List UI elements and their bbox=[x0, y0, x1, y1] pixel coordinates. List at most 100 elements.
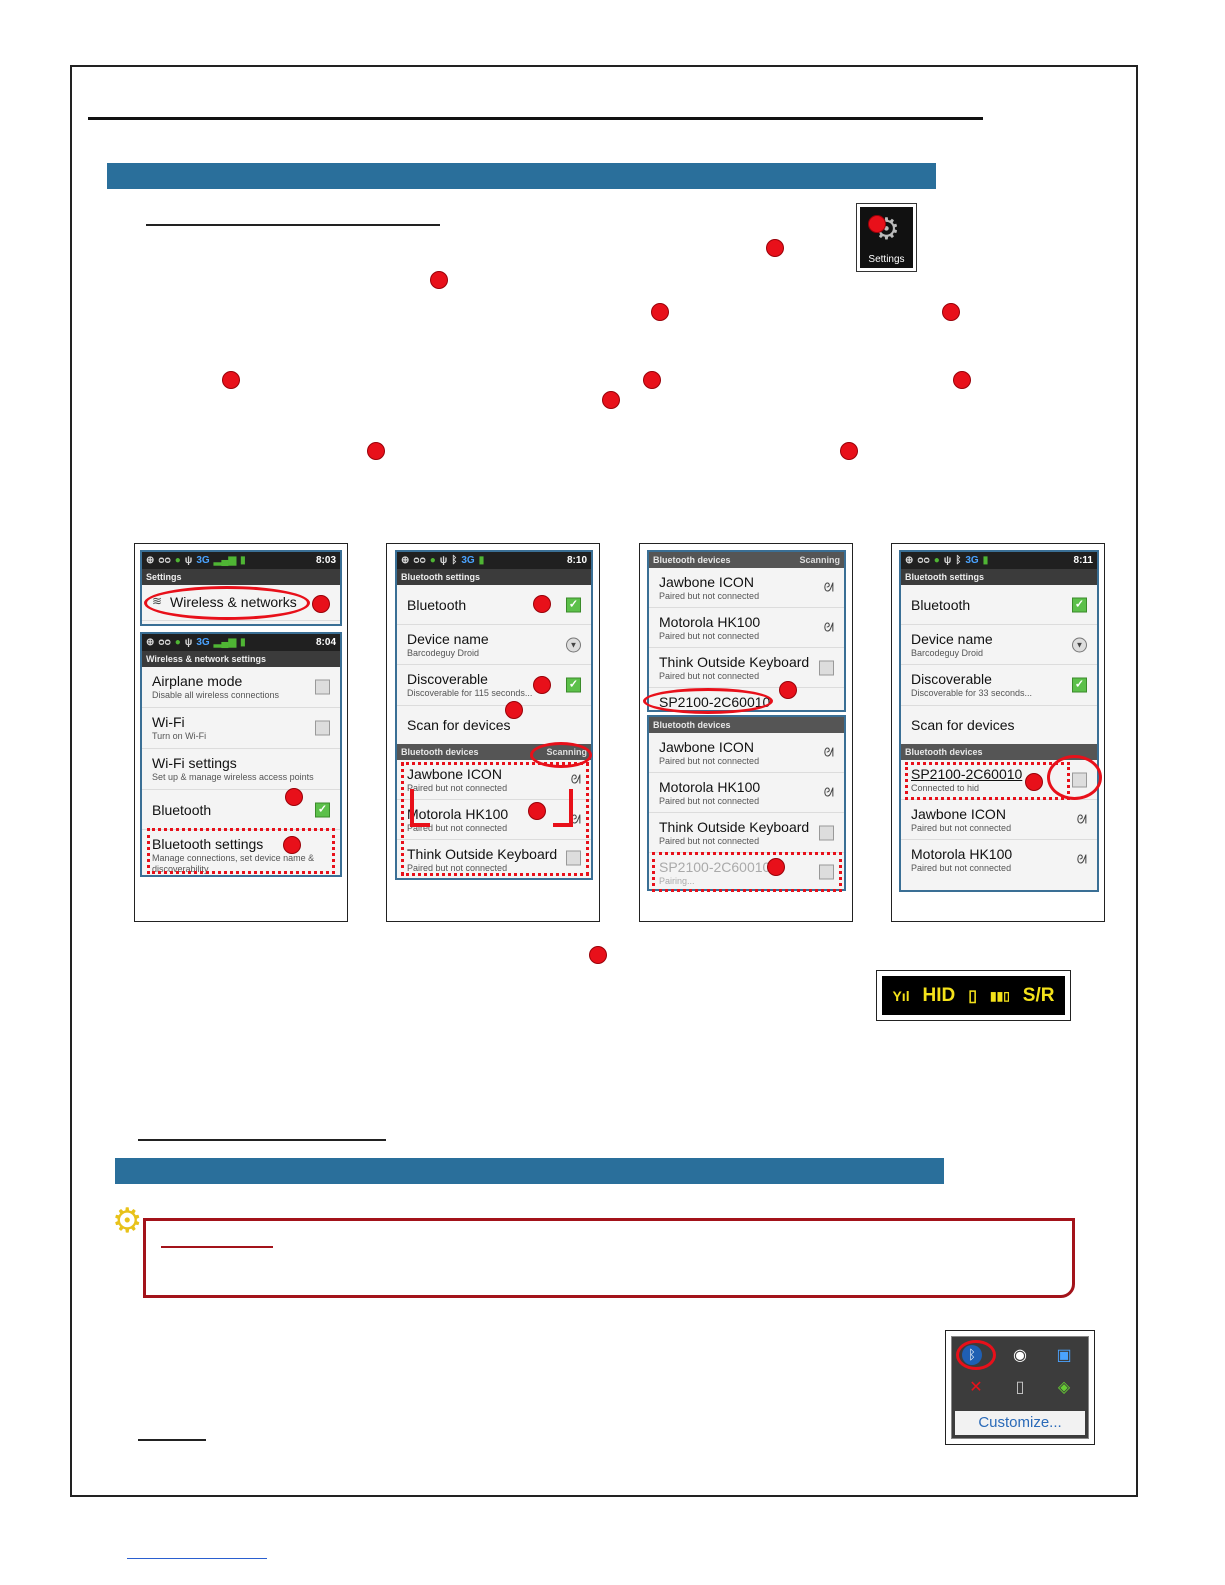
phone-screen-connected: ⊕ ᴑᴑ ● ψ ᛒ 3G ▮ 8:11 Bluetooth settings … bbox=[899, 550, 1099, 892]
item-title: Bluetooth bbox=[911, 597, 971, 613]
status-bar: ⊕ ᴑᴑ ● ψ ᛒ 3G ▮ 8:11 bbox=[901, 552, 1097, 569]
step-marker bbox=[602, 391, 620, 409]
section-header: Bluetooth devices bbox=[649, 717, 844, 733]
wireless-tray-icon[interactable]: ▣ bbox=[1056, 1347, 1072, 1364]
add-icon: ⊕ bbox=[401, 555, 410, 566]
bluetooth-checkbox[interactable]: ✓ bbox=[566, 597, 581, 612]
list-item-bluetooth[interactable]: Bluetooth ✓ bbox=[901, 585, 1097, 625]
battery-icon: ▮▮▯ bbox=[990, 988, 1010, 1003]
item-title: Bluetooth bbox=[407, 597, 467, 613]
battery-icon: ▮ bbox=[240, 637, 246, 648]
list-item-device[interactable]: Think Outside Keyboard Paired but not co… bbox=[649, 648, 844, 688]
list-item-device-name[interactable]: Device name Barcodeguy Droid ▼ bbox=[397, 625, 591, 665]
step-marker bbox=[766, 239, 784, 257]
headset-icon: ᘛ bbox=[570, 812, 581, 826]
section-bar-1 bbox=[107, 163, 936, 189]
item-subtitle: Discoverable for 115 seconds... bbox=[407, 688, 533, 698]
item-subtitle: Discoverable for 33 seconds... bbox=[911, 688, 1033, 698]
step-marker bbox=[651, 303, 669, 321]
item-title: Motorola HK100 bbox=[659, 779, 761, 795]
disconnected-tray-icon[interactable]: ✕ bbox=[969, 1379, 983, 1396]
footer-link-underline bbox=[127, 1558, 267, 1559]
highlight-box bbox=[905, 762, 1070, 800]
item-subtitle: Paired but not connected bbox=[659, 631, 760, 641]
item-title: SP2100-2C60010 bbox=[659, 859, 771, 875]
list-item-device[interactable]: Think Outside Keyboard Paired but not co… bbox=[649, 813, 844, 853]
item-title: Think Outside Keyboard bbox=[659, 654, 810, 670]
android-icon: ● bbox=[174, 555, 181, 566]
step-marker bbox=[779, 681, 797, 699]
customize-link[interactable]: Customize... bbox=[955, 1411, 1085, 1435]
list-item-device[interactable]: Jawbone ICON Paired but not connected ᘛ bbox=[901, 800, 1097, 840]
list-item-scan-for-devices[interactable]: Scan for devices bbox=[901, 706, 1097, 744]
discoverable-checkbox[interactable]: ✓ bbox=[566, 677, 581, 693]
voicemail-icon: ᴑᴑ bbox=[158, 637, 171, 648]
item-subtitle: Paired but not connected bbox=[407, 863, 508, 873]
list-item-bluetooth[interactable]: Bluetooth ✓ bbox=[397, 585, 591, 625]
screen-title: Bluetooth settings bbox=[397, 569, 591, 585]
step-marker bbox=[367, 442, 385, 460]
item-subtitle: Pairing... bbox=[659, 876, 695, 886]
keyboard-checkbox bbox=[819, 825, 834, 840]
headset-icon: ᘛ bbox=[823, 620, 834, 634]
battery-icon: ▮ bbox=[240, 555, 246, 566]
heading-underline-1 bbox=[146, 224, 440, 226]
list-item-device-sp2100-pairing[interactable]: SP2100-2C60010 Pairing... bbox=[649, 853, 844, 889]
list-item-device[interactable]: Jawbone ICON Paired but not connected ᘛ bbox=[397, 760, 591, 800]
screen-title: Settings bbox=[142, 569, 340, 585]
item-title: Scan for devices bbox=[407, 717, 511, 733]
screenshot-3: Bluetooth devices Scanning Jawbone ICON … bbox=[639, 543, 853, 922]
page-frame bbox=[70, 65, 1138, 1497]
list-item-scan-for-devices[interactable]: Scan for devices bbox=[397, 706, 591, 744]
list-item-bluetooth-settings[interactable]: Bluetooth settings Manage connections, s… bbox=[142, 830, 340, 874]
list-item-device[interactable]: Motorola HK100 Paired but not connected … bbox=[397, 800, 591, 840]
chevron-down-icon[interactable]: ▼ bbox=[1072, 637, 1087, 652]
note-box bbox=[143, 1218, 1075, 1298]
list-item-bluetooth[interactable]: Bluetooth ✓ bbox=[142, 790, 340, 830]
chevron-down-icon[interactable]: ▼ bbox=[566, 637, 581, 652]
list-item-device[interactable]: Jawbone ICON Paired but not connected ᘛ bbox=[649, 733, 844, 773]
item-title: Motorola HK100 bbox=[911, 846, 1013, 862]
voicemail-icon: ᴑᴑ bbox=[158, 555, 171, 566]
sr-label: S/R bbox=[1022, 984, 1055, 1006]
list-item-discoverable[interactable]: Discoverable Discoverable for 33 seconds… bbox=[901, 665, 1097, 706]
highlight-ring bbox=[144, 586, 310, 620]
bluetooth-status-icon: ᛒ bbox=[955, 555, 962, 566]
graphics-tray-icon[interactable]: ◈ bbox=[1057, 1379, 1071, 1396]
step-marker bbox=[767, 858, 785, 876]
bluetooth-checkbox[interactable]: ✓ bbox=[315, 802, 330, 817]
system-tray-popup: ᛒ ◉ ▣ ✕ ▯ ◈ Customize... bbox=[945, 1330, 1095, 1445]
item-subtitle: Paired but not connected bbox=[911, 823, 1012, 833]
usb-icon: ψ bbox=[184, 637, 193, 648]
section-title: Bluetooth devices bbox=[653, 555, 731, 565]
list-item-wifi-settings[interactable]: Wi-Fi settings Set up & manage wireless … bbox=[142, 749, 340, 790]
list-item-device-name[interactable]: Device name Barcodeguy Droid ▼ bbox=[901, 625, 1097, 665]
battery-icon: ▮ bbox=[982, 555, 989, 566]
discoverable-checkbox[interactable]: ✓ bbox=[1072, 677, 1087, 693]
list-item-device[interactable]: Motorola HK100 Paired but not connected … bbox=[649, 773, 844, 813]
android-icon: ● bbox=[933, 555, 940, 566]
item-title: Jawbone ICON bbox=[659, 739, 754, 755]
network-tray-icon[interactable]: ◉ bbox=[1013, 1347, 1027, 1364]
clock: 8:03 bbox=[315, 555, 336, 566]
step-marker bbox=[1025, 773, 1043, 791]
list-item-device[interactable]: Think Outside Keyboard Paired but not co… bbox=[397, 840, 591, 876]
bluetooth-checkbox[interactable]: ✓ bbox=[1072, 597, 1087, 612]
signal-icon: ▂▄▆ bbox=[213, 637, 237, 648]
usb-tray-icon[interactable]: ▯ bbox=[1015, 1379, 1025, 1396]
list-item-device[interactable]: Motorola HK100 Paired but not connected … bbox=[649, 608, 844, 648]
phone-screen-wireless: ⊕ ᴑᴑ ● ψ 3G ▂▄▆ ▮ 8:04 Wireless & networ… bbox=[140, 632, 342, 877]
item-subtitle: Paired but not connected bbox=[659, 756, 760, 766]
wifi-checkbox[interactable] bbox=[315, 720, 330, 736]
list-item-device[interactable]: Motorola HK100 Paired but not connected … bbox=[901, 840, 1097, 880]
list-item-device[interactable]: Jawbone ICON Paired but not connected ᘛ bbox=[649, 568, 844, 608]
highlight-ring bbox=[643, 688, 773, 714]
section-header: Bluetooth devices bbox=[901, 744, 1097, 760]
screen-title: Bluetooth settings bbox=[901, 569, 1097, 585]
phone-screen-scanning: Bluetooth devices Scanning Jawbone ICON … bbox=[647, 550, 846, 712]
item-title: Jawbone ICON bbox=[407, 766, 502, 782]
list-item-wifi[interactable]: Wi-Fi Turn on Wi-Fi bbox=[142, 708, 340, 749]
list-item-airplane-mode[interactable]: Airplane mode Disable all wireless conne… bbox=[142, 667, 340, 708]
list-item-discoverable[interactable]: Discoverable Discoverable for 115 second… bbox=[397, 665, 591, 706]
airplane-checkbox[interactable] bbox=[315, 679, 330, 695]
